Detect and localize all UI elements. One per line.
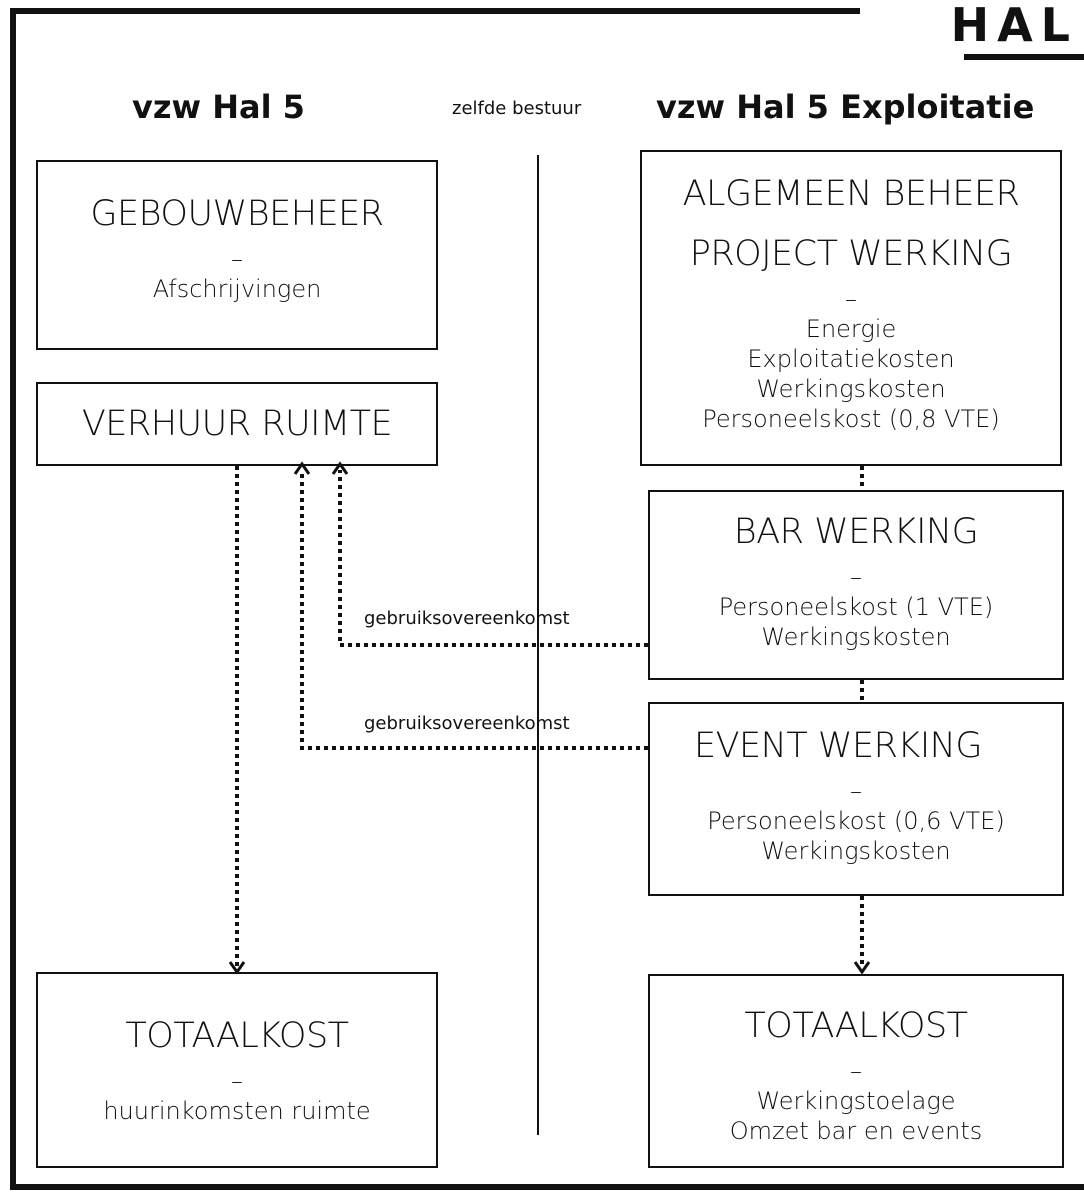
gebouwbeheer-dash: –: [231, 245, 243, 273]
algemeen-line-3: Werkingskosten: [756, 375, 946, 403]
bar-werking-box: BAR WERKING – Personeelskost (1 VTE) Wer…: [648, 490, 1064, 680]
bar-agreement-connector: [338, 470, 648, 647]
totaalkost-left-line-1: huurinkomsten ruimte: [103, 1097, 371, 1125]
algemeen-beheer-title: ALGEMEEN BEHEER: [682, 174, 1020, 214]
gebouwbeheer-title: GEBOUWBEHEER: [90, 194, 384, 234]
right-org-heading: vzw Hal 5 Exploitatie: [656, 88, 1035, 126]
algemeen-line-4: Personeelskost (0,8 VTE): [702, 405, 1000, 433]
bar-werking-title: BAR WERKING: [733, 512, 979, 552]
logo-underline: [964, 54, 1084, 60]
totaalkost-right-line-2: Omzet bar en events: [729, 1117, 983, 1145]
hal-logo: HAL: [950, 0, 1078, 52]
frame-top-border: [10, 8, 860, 14]
gebouwbeheer-box: GEBOUWBEHEER – Afschrijvingen: [36, 160, 438, 350]
event-agreement-connector: [300, 470, 648, 750]
algemeen-line-2: Exploitatiekosten: [747, 345, 955, 373]
totaalkost-left-title: TOTAALKOST: [125, 1016, 349, 1056]
event-dash: –: [850, 777, 862, 805]
verhuur-ruimte-title: VERHUUR RUIMTE: [81, 404, 393, 444]
totaalkost-right-dash: –: [850, 1057, 862, 1085]
frame-left-border: [10, 8, 16, 1188]
column-divider: [537, 155, 539, 1135]
totaalkost-right-box: TOTAALKOST – Werkingstoelage Omzet bar e…: [648, 974, 1064, 1168]
shared-board-note: zelfde bestuur: [452, 98, 582, 119]
verhuur-ruimte-box: VERHUUR RUIMTE: [36, 382, 438, 466]
algemeen-line-1: Energie: [805, 315, 897, 343]
gebouwbeheer-line-1: Afschrijvingen: [152, 275, 322, 303]
bar-dash: –: [850, 563, 862, 591]
event-down-arrowhead: [853, 961, 871, 975]
event-line-2: Werkingskosten: [761, 837, 951, 865]
event-line-1: Personeelskost (0,6 VTE): [707, 807, 1005, 835]
frame-bottom-border: [10, 1184, 1084, 1190]
event-werking-box: EVENT WERKING – Personeelskost (0,6 VTE)…: [648, 702, 1064, 896]
totaalkost-right-title: TOTAALKOST: [744, 1006, 968, 1046]
event-agreement-label: gebruiksovereenkomst: [364, 713, 570, 734]
totaalkost-right-line-1: Werkingstoelage: [756, 1087, 956, 1115]
totaalkost-left-dash: –: [231, 1067, 243, 1095]
bar-agreement-label: gebruiksovereenkomst: [364, 608, 570, 629]
algemeen-beheer-box: ALGEMEEN BEHEER PROJECT WERKING – Energi…: [640, 150, 1062, 466]
left-org-heading: vzw Hal 5: [132, 88, 305, 126]
event-werking-title: EVENT WERKING: [694, 726, 982, 766]
project-werking-title: PROJECT WERKING: [689, 234, 1013, 274]
algemeen-dash: –: [845, 285, 857, 313]
bar-line-1: Personeelskost (1 VTE): [718, 593, 994, 621]
bar-line-2: Werkingskosten: [761, 623, 951, 651]
totaalkost-left-box: TOTAALKOST – huurinkomsten ruimte: [36, 972, 438, 1168]
